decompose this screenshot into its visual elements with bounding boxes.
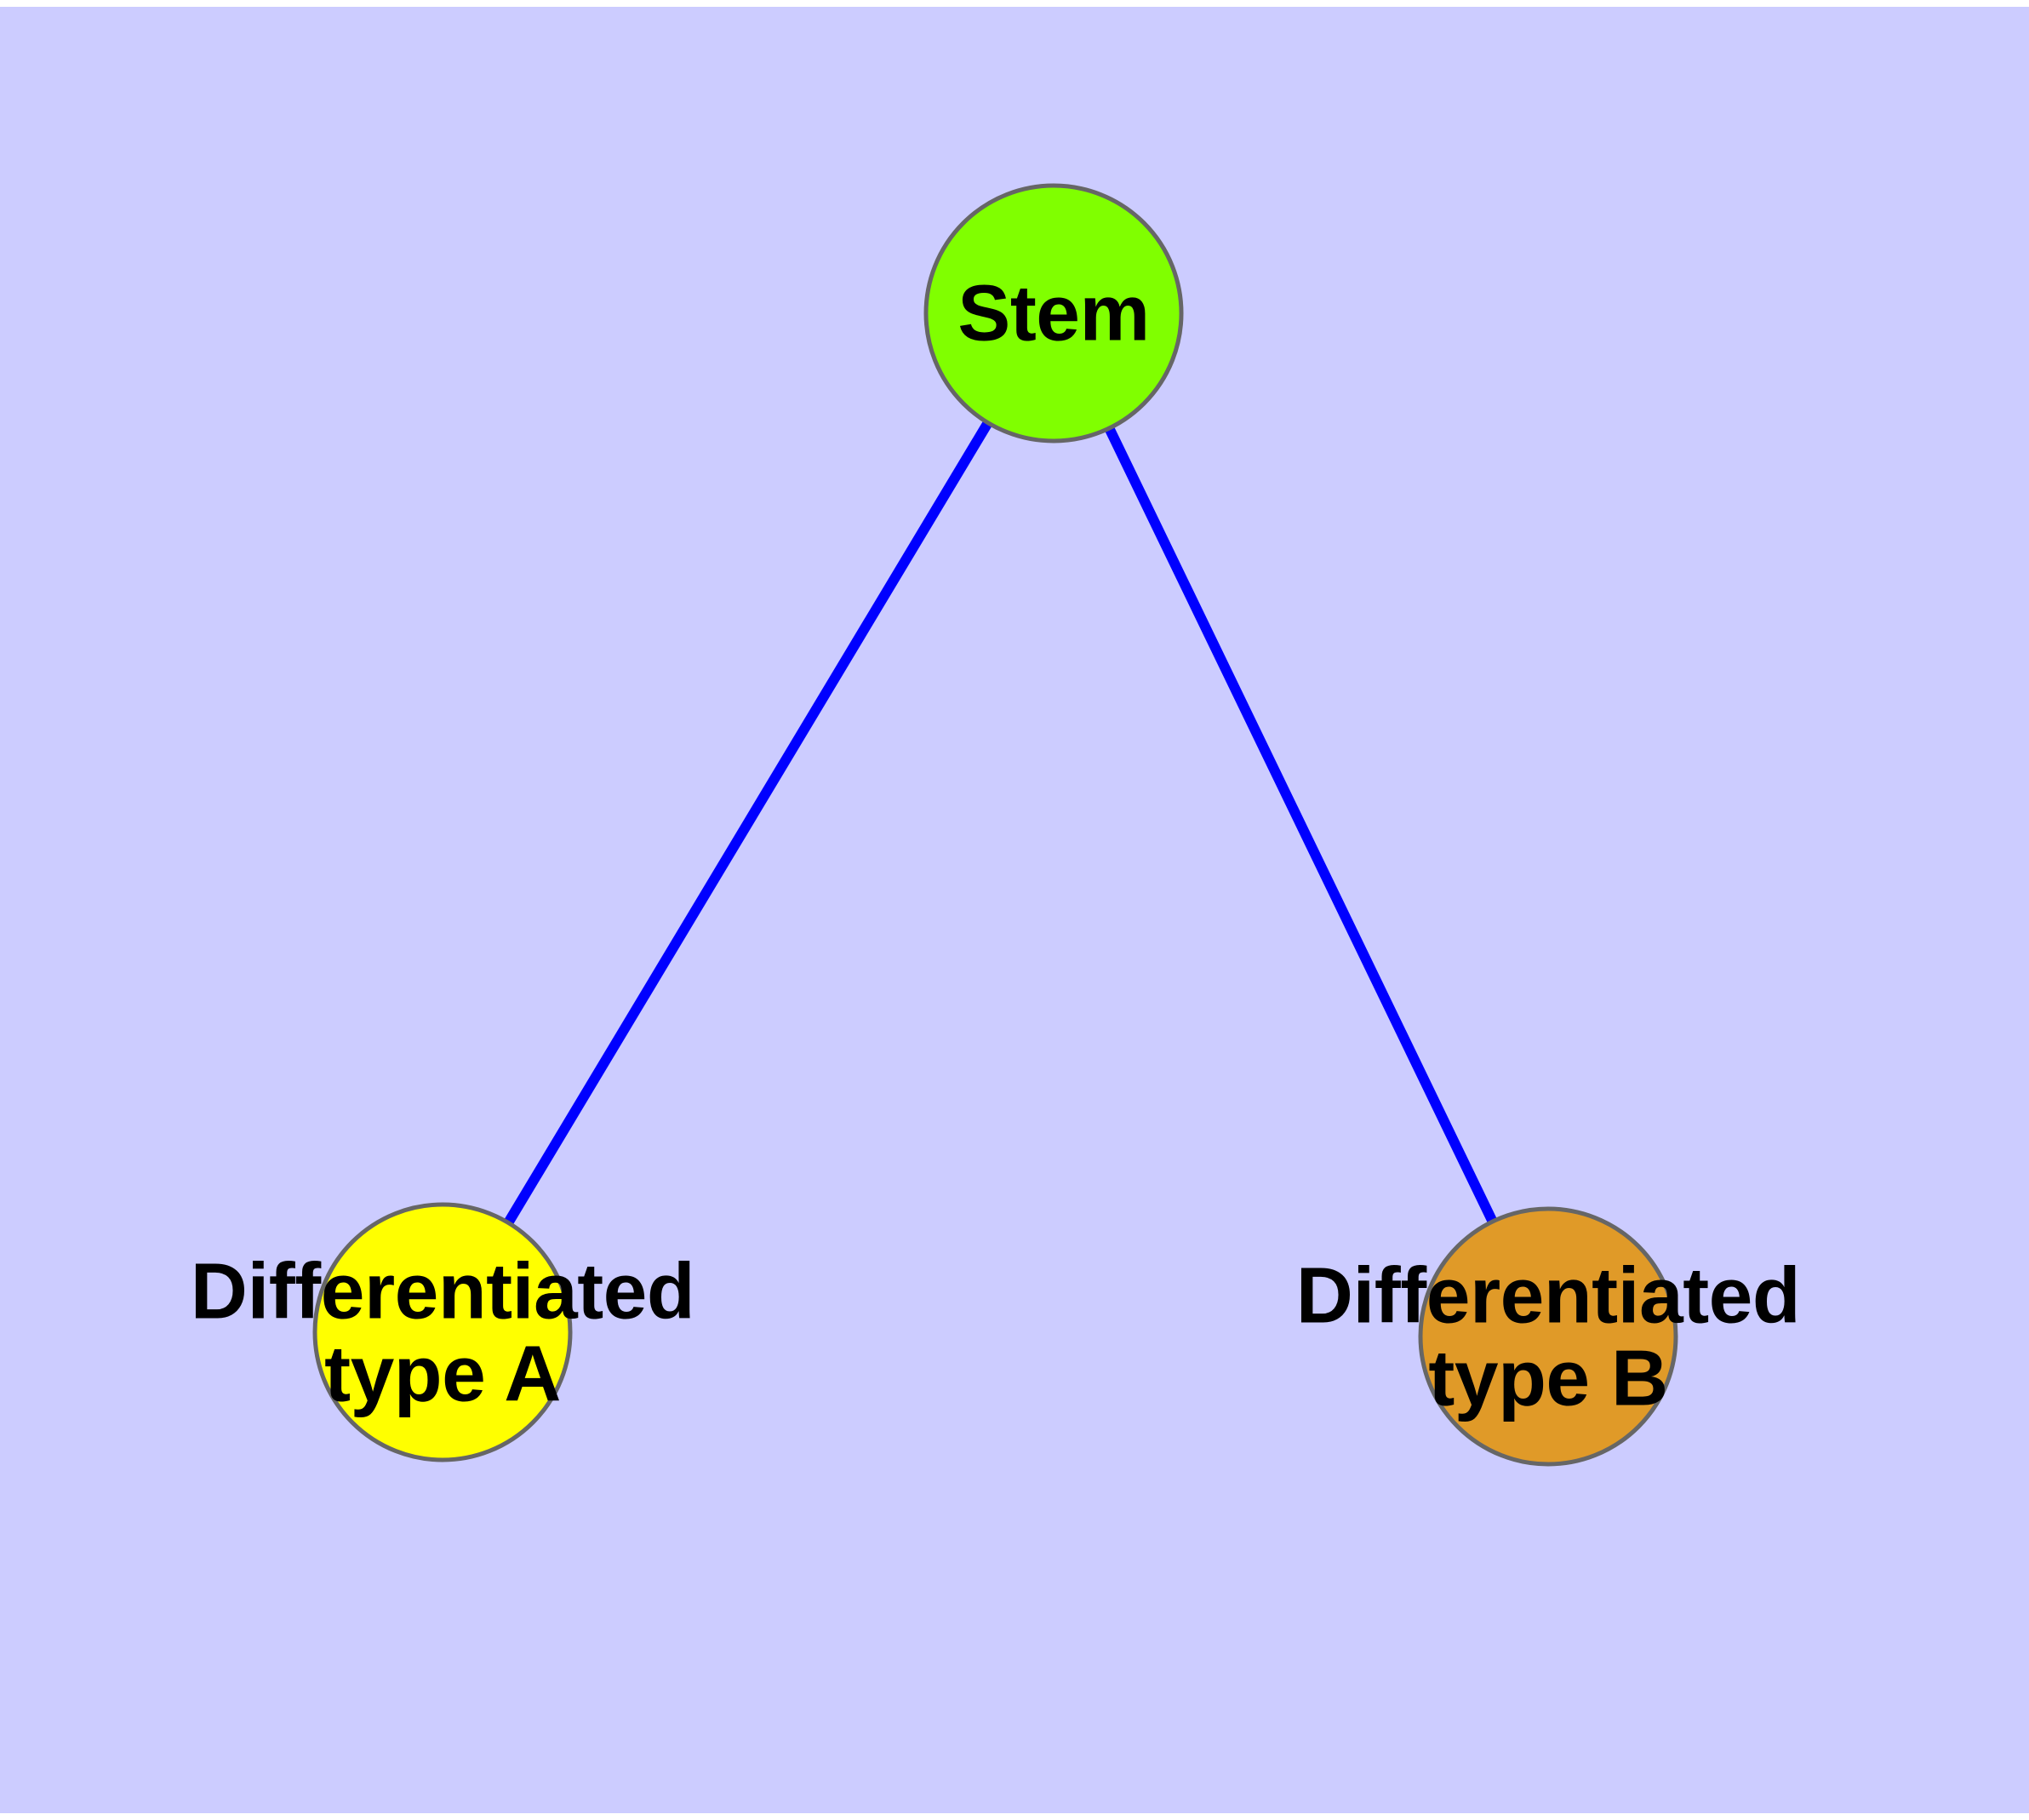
node-circle-stem[interactable] (923, 183, 1184, 444)
node-layer (312, 183, 1678, 1467)
node-label-line: type A (324, 1329, 561, 1417)
node-label-line: Differentiated (1295, 1251, 1801, 1340)
graph-svg (312, 183, 1678, 1467)
edge-layer (504, 420, 1498, 1226)
node-label-line: Differentiated (190, 1246, 695, 1336)
edge-stem-to-differentiated-type-b (1104, 426, 1498, 1224)
node-circle-differentiated-type-b[interactable] (1418, 1206, 1678, 1467)
node-circle-differentiated-type-a[interactable] (312, 1202, 573, 1462)
edge-stem-to-differentiated-type-a (504, 420, 992, 1226)
node-label-stem: Stem (957, 268, 1150, 358)
node-label-line: type B (1428, 1333, 1668, 1422)
node-label-line: Stem (957, 268, 1150, 358)
